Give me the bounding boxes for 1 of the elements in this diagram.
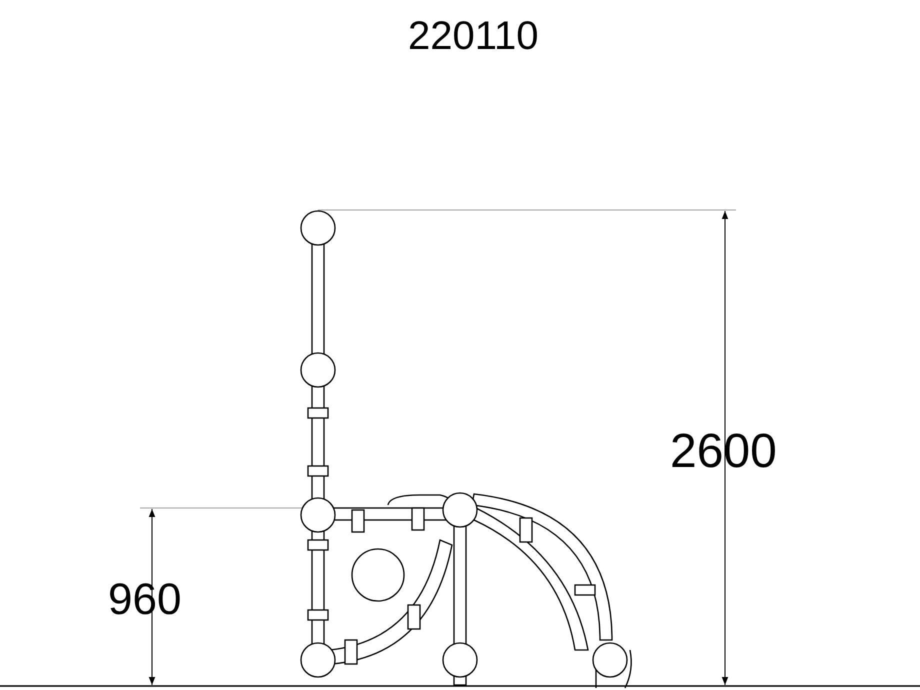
product-number: 220110 xyxy=(408,16,539,56)
